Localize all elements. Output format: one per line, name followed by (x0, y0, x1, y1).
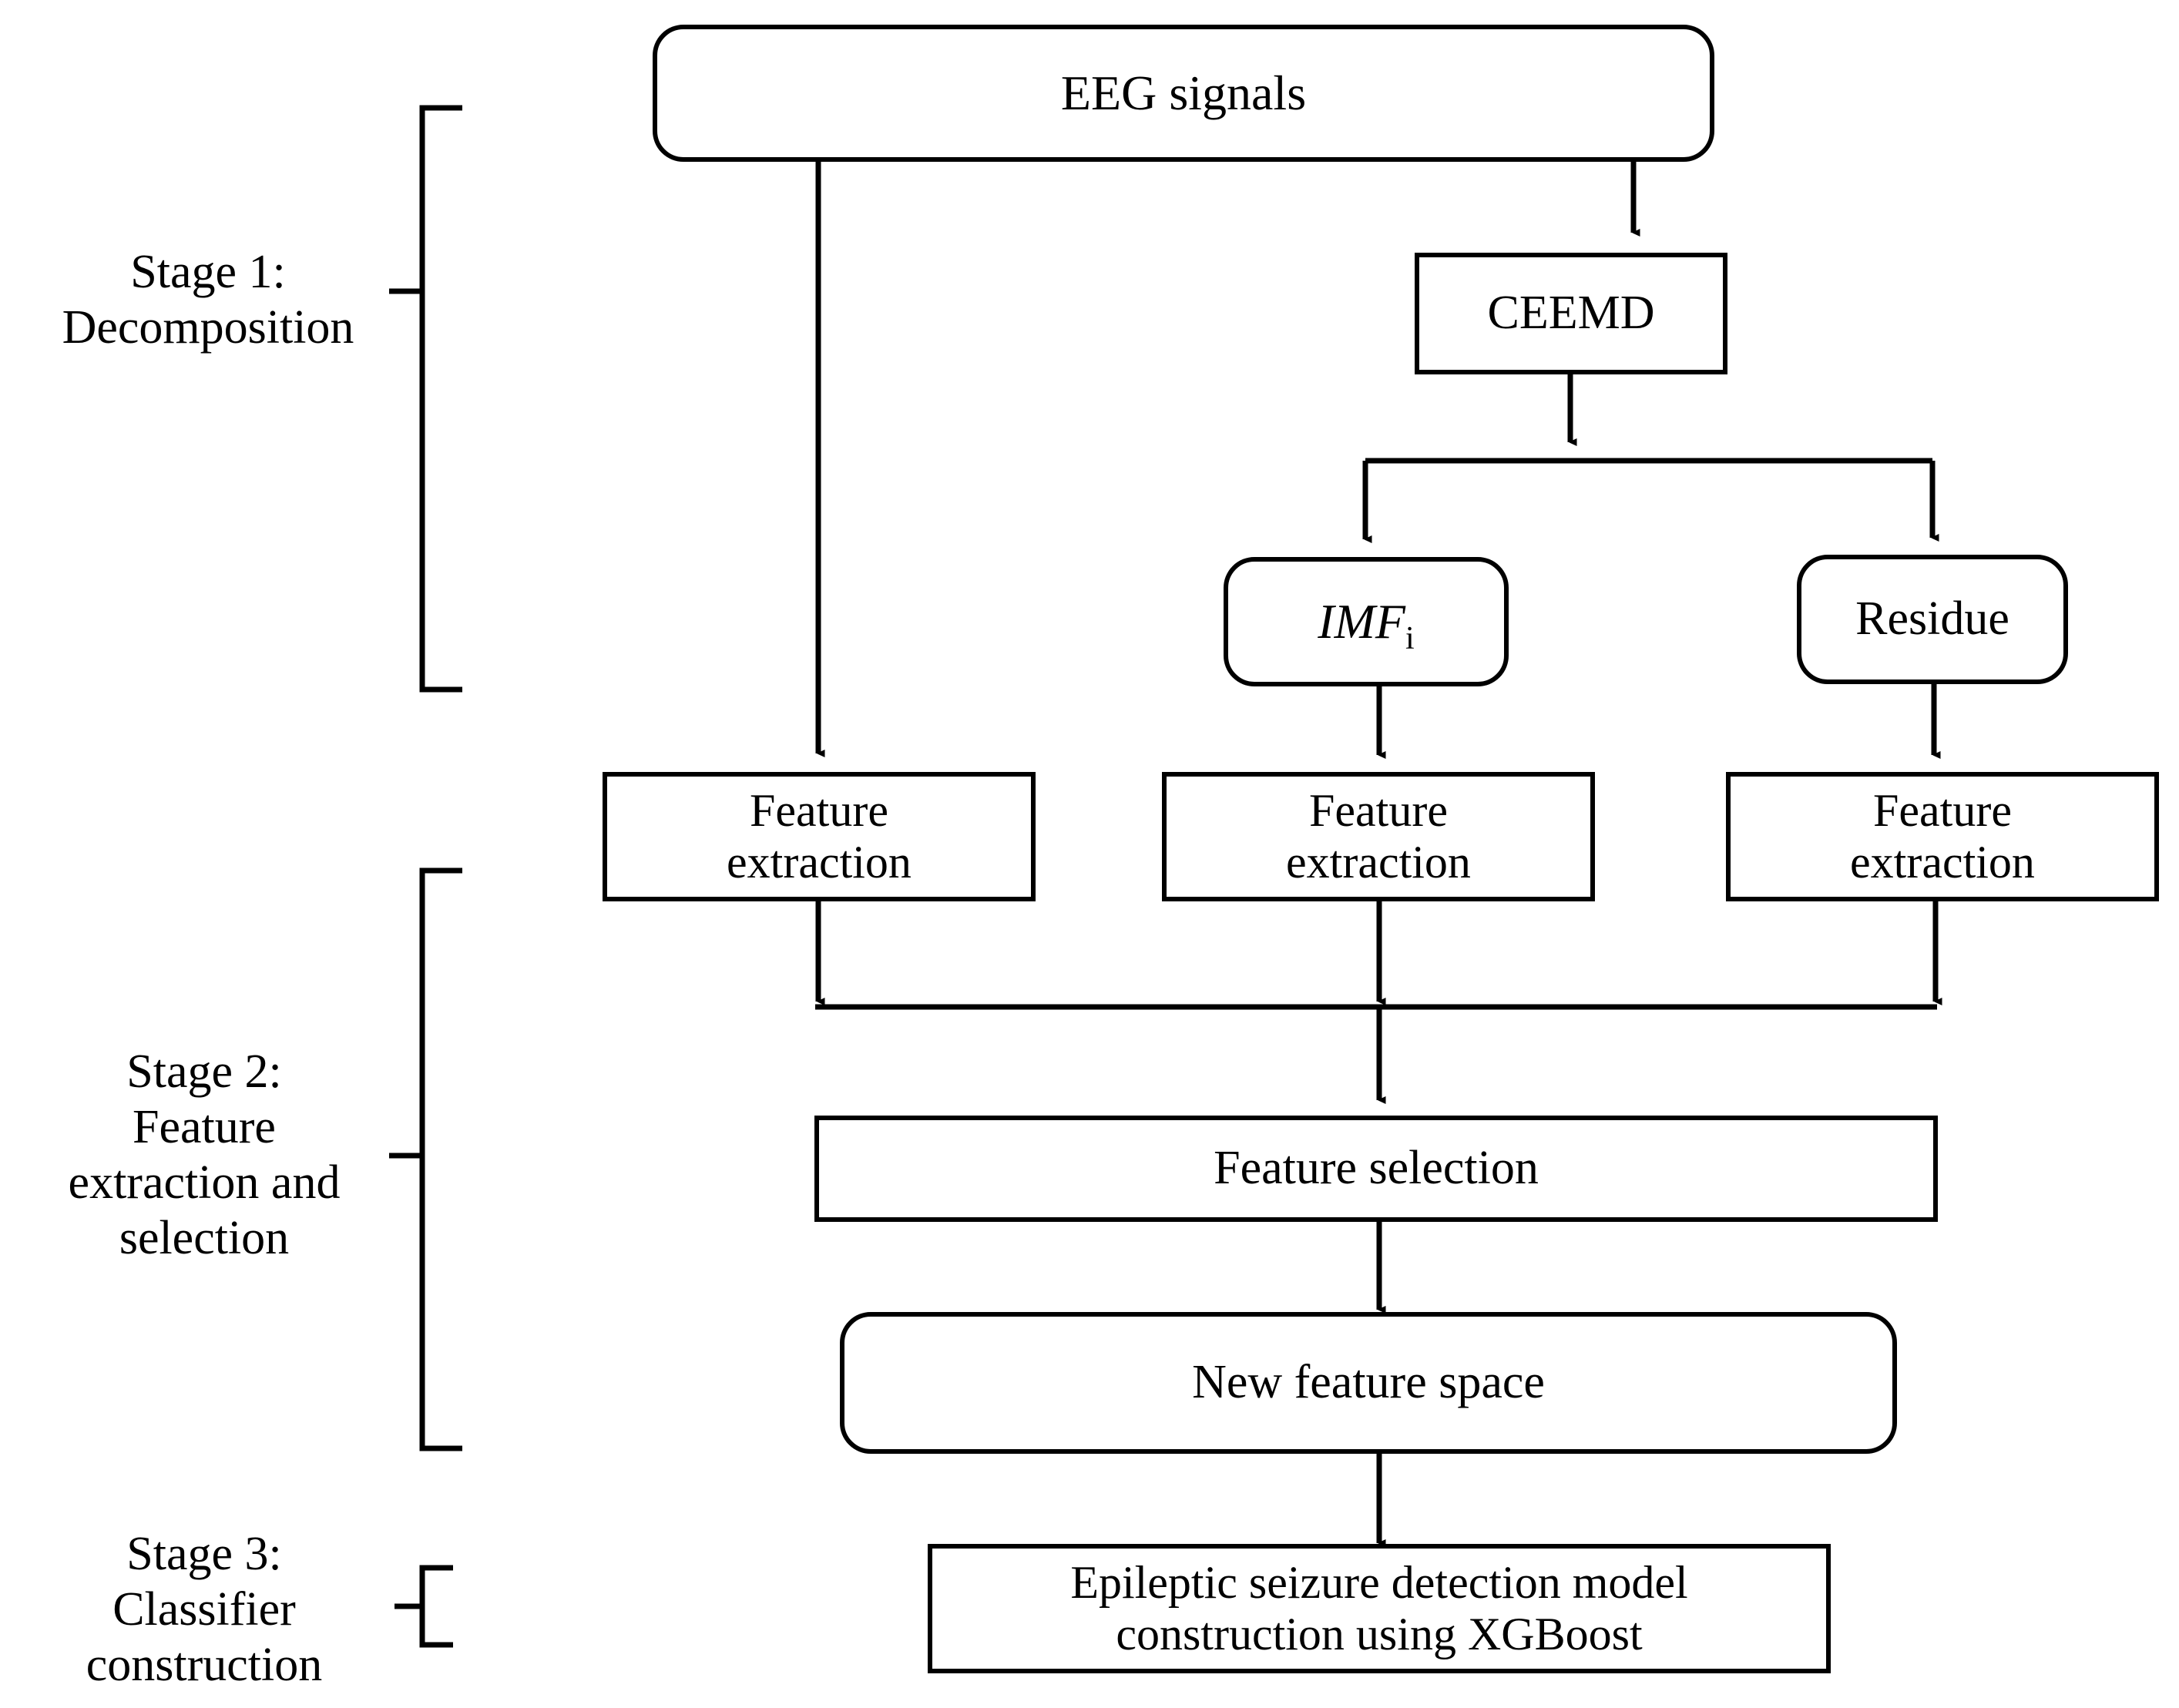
fe-right-line-2: extraction (1850, 837, 2035, 888)
stage1-line-2: Decomposition (62, 301, 354, 354)
stage-label-1: Stage 1: Decomposition (23, 245, 393, 356)
stage3-line-1: Stage 3: (126, 1528, 282, 1581)
fe-middle-line-1: Feature (1309, 784, 1448, 836)
node-imf-label: IMFi (1228, 594, 1504, 656)
node-detection-model[interactable]: Epileptic seizure detection model constr… (928, 1544, 1831, 1673)
node-detection-model-label: Epileptic seizure detection model constr… (932, 1557, 1826, 1660)
stage1-line-1: Stage 1: (130, 246, 286, 299)
node-eeg-signals-label: EEG signals (1060, 65, 1307, 121)
node-feature-extraction-right-label: Feature extraction (1731, 785, 2154, 888)
fe-middle-line-2: extraction (1286, 837, 1471, 888)
node-residue[interactable]: Residue (1797, 555, 2068, 684)
stage2-line-3: extraction and (68, 1156, 341, 1209)
node-eeg-signals[interactable]: EEG signals (653, 25, 1714, 162)
detection-model-line-1: Epileptic seizure detection model (1070, 1556, 1688, 1608)
node-imf[interactable]: IMFi (1224, 557, 1509, 686)
stage2-line-4: selection (119, 1211, 290, 1264)
node-imf-subscript: i (1405, 621, 1415, 657)
node-feature-selection[interactable]: Feature selection (814, 1116, 1938, 1222)
node-residue-label: Residue (1855, 592, 2009, 646)
stage1-bracket (389, 105, 462, 693)
stage3-line-2: Classifier (112, 1583, 296, 1636)
node-feature-extraction-right[interactable]: Feature extraction (1726, 772, 2159, 901)
fe-left-line-1: Feature (750, 784, 888, 836)
stage-label-2: Stage 2: Feature extraction and selectio… (15, 1045, 393, 1267)
node-feature-selection-label: Feature selection (1214, 1142, 1539, 1195)
node-feature-extraction-middle-label: Feature extraction (1167, 785, 1590, 888)
detection-model-line-2: construction using XGBoost (1116, 1609, 1643, 1659)
fe-right-line-1: Feature (1873, 784, 2012, 836)
stage2-line-2: Feature (133, 1101, 276, 1154)
node-feature-extraction-middle[interactable]: Feature extraction (1162, 772, 1595, 901)
node-new-feature-space-label: New feature space (1192, 1356, 1545, 1409)
stage2-line-1: Stage 2: (126, 1045, 282, 1099)
fe-left-line-2: extraction (727, 837, 912, 888)
node-ceemd-label: CEEMD (1487, 287, 1655, 340)
node-new-feature-space[interactable]: New feature space (840, 1312, 1897, 1454)
stage2-bracket (389, 867, 462, 1451)
stage-label-3: Stage 3: Classifier construction (15, 1527, 393, 1693)
stage3-bracket (395, 1565, 453, 1648)
node-feature-extraction-left-label: Feature extraction (607, 785, 1031, 888)
node-imf-base: IMF (1318, 594, 1406, 649)
stage3-line-3: construction (86, 1638, 323, 1691)
node-ceemd[interactable]: CEEMD (1415, 253, 1727, 374)
node-feature-extraction-left[interactable]: Feature extraction (603, 772, 1036, 901)
